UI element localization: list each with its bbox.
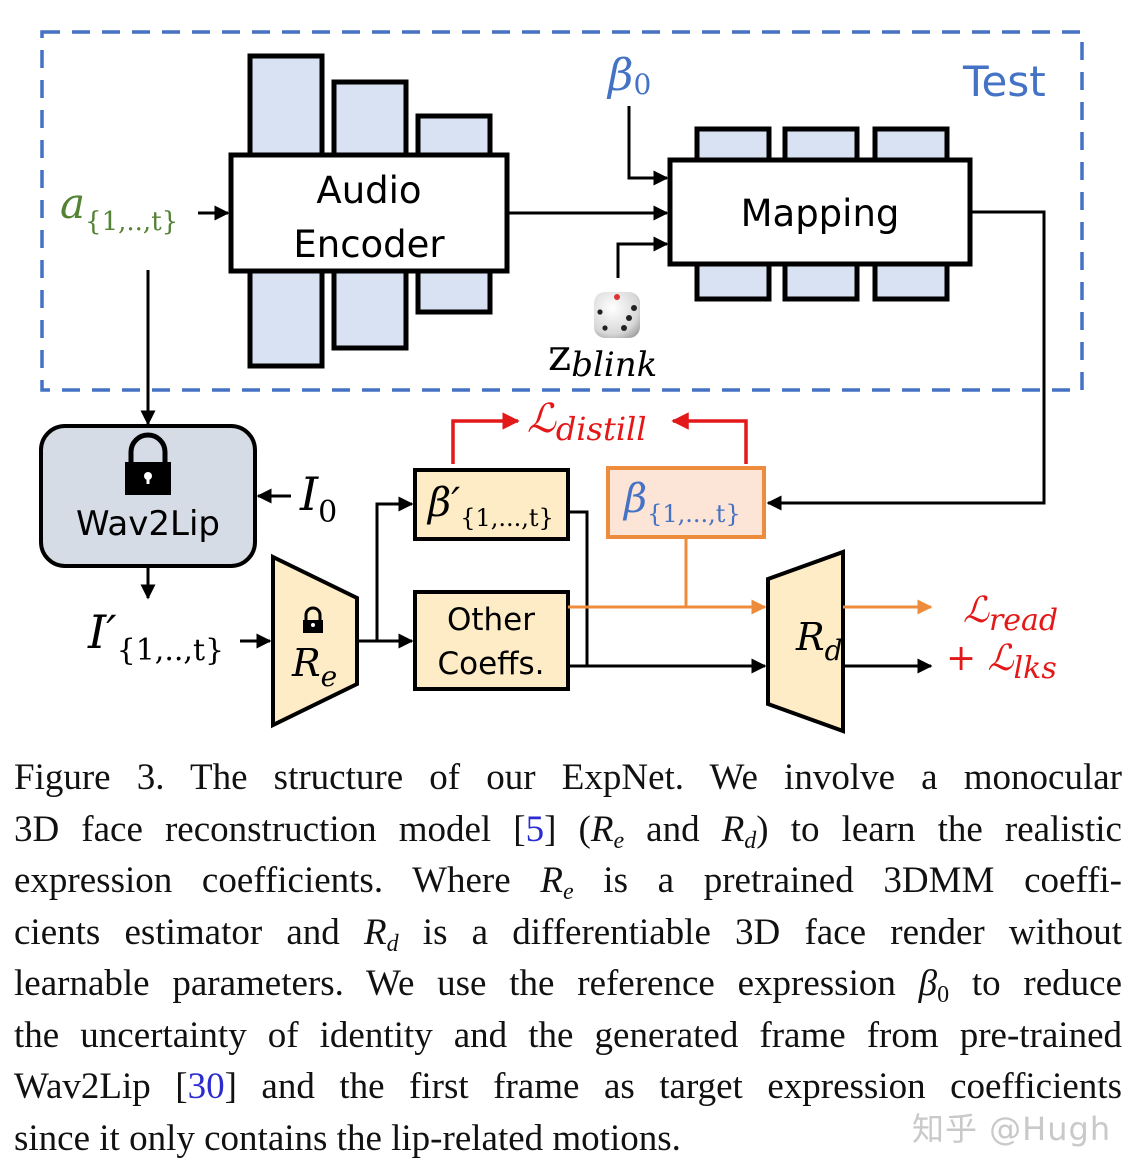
figure-caption: Figure 3. The structure of our ExpNet. W… xyxy=(14,752,1122,1164)
audio-input-label: a{1,..,t} xyxy=(60,179,178,237)
i0-label: I0 xyxy=(299,467,337,530)
re-encoder-shape xyxy=(271,553,359,729)
other-coeffs-box xyxy=(413,590,570,691)
other-coeffs-label-1: Other xyxy=(447,602,535,638)
wav2lip-label: Wav2Lip xyxy=(76,504,220,544)
caption-line-6: the uncertainty of identity and the gene… xyxy=(14,1014,1122,1056)
test-region-label: Test xyxy=(962,57,1046,106)
caption-line-7: Wav2Lip [30] and the first frame as targ… xyxy=(14,1066,1122,1107)
rd-renderer-shape xyxy=(766,549,845,734)
caption-line-5: learnable parameters. We use the referen… xyxy=(14,963,1122,1008)
re-lock-icon xyxy=(303,606,323,633)
lks-loss-label: + ℒlks xyxy=(946,638,1057,686)
caption-line-4: cients estimator and Rd is a differentia… xyxy=(14,911,1122,957)
mapping-box xyxy=(667,157,973,267)
distill-loss-label: ℒdistill xyxy=(527,396,647,448)
mapping-label: Mapping xyxy=(741,192,900,235)
caption-line-8: since it only contains the lip-related m… xyxy=(14,1117,681,1159)
lock-icon xyxy=(125,432,171,495)
caption-line-2: 3D face reconstruction model [5] (Re and… xyxy=(14,808,1122,854)
audio-encoder-label-2: Encoder xyxy=(293,223,445,266)
beta-prime-label: β′{1,...,t} xyxy=(426,480,554,532)
i-prime-label: I′{1,..,t} xyxy=(87,605,224,668)
expnet-diagram: Test Audio Encoder Mapping a{1,..,t} β0 … xyxy=(39,30,1084,734)
audio-encoder-label-1: Audio xyxy=(316,169,421,212)
zblink-label: zblink xyxy=(548,330,657,385)
read-loss-label: ℒread xyxy=(963,590,1058,638)
caption-line-1: Figure 3. The structure of our ExpNet. W… xyxy=(14,757,1122,798)
re-label: Re xyxy=(291,641,337,693)
caption-line-3: expression coefficients. Where Re is a p… xyxy=(14,860,1122,905)
wav2lip-box xyxy=(39,424,257,568)
beta-label: β{1,...,t} xyxy=(622,476,741,528)
zhihu-watermark: 知乎 @Hugh xyxy=(912,1110,1112,1148)
beta-prime-to-rd-line xyxy=(568,510,589,666)
beta-prime-box xyxy=(413,468,570,541)
beta-prime-to-distill-arrow xyxy=(451,412,520,464)
beta0-label: β0 xyxy=(606,50,651,101)
mapping-to-beta-arrow xyxy=(766,210,1046,511)
zblink-to-mapping-arrow xyxy=(616,236,669,278)
other-coeffs-label-2: Coeffs. xyxy=(437,646,544,682)
rd-label: Rd xyxy=(795,615,843,667)
beta-to-distill-arrow xyxy=(671,412,748,464)
test-region-border xyxy=(40,30,1084,392)
dice-icon xyxy=(594,292,640,338)
citation-30-link[interactable]: 30 xyxy=(187,1066,225,1107)
citation-5-link[interactable]: 5 xyxy=(525,808,545,850)
audio-encoder-box xyxy=(228,152,510,274)
beta0-to-mapping-arrow xyxy=(627,106,669,186)
beta-box xyxy=(606,466,766,539)
re-to-beta-prime-arrow xyxy=(357,496,414,643)
